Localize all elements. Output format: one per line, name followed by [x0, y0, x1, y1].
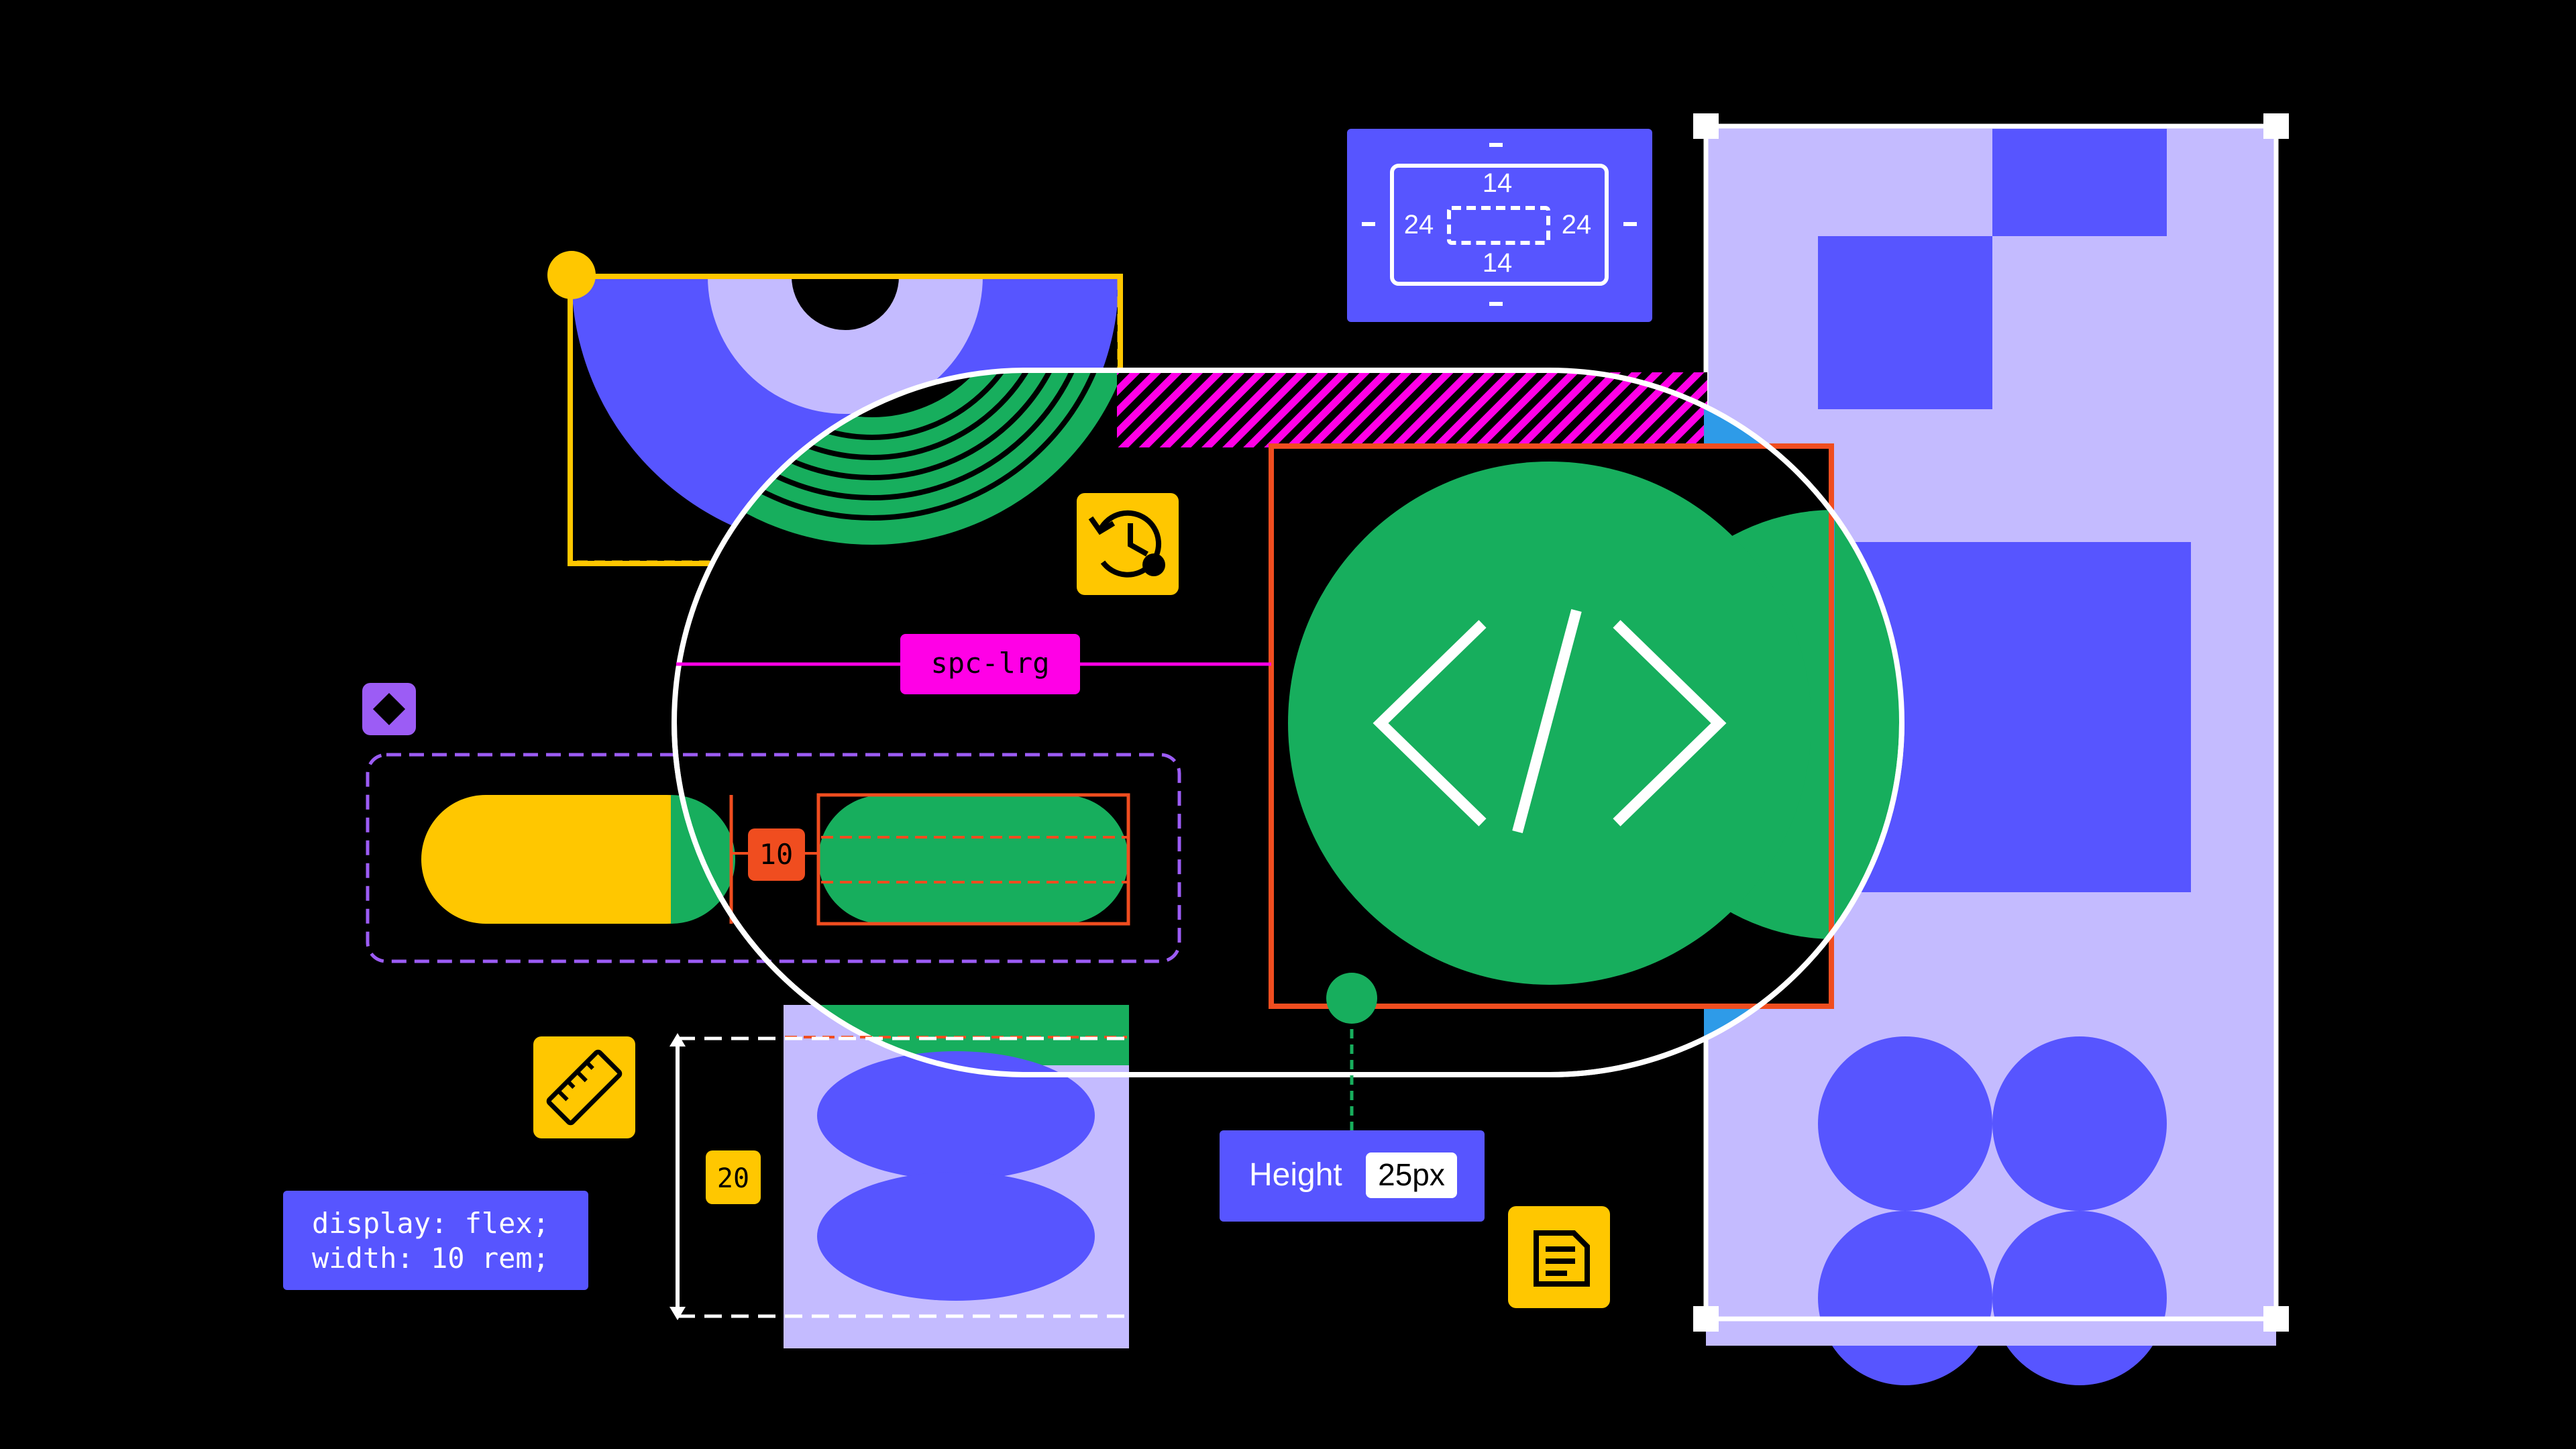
history-clock-icon — [1088, 510, 1162, 578]
spacing-token-tag[interactable]: spc-lrg — [900, 634, 1080, 694]
pixel-block — [1818, 236, 1992, 409]
padding-top-value: 14 — [1483, 168, 1513, 198]
css-line-2: width: 10 rem; — [312, 1242, 549, 1275]
circle-shape — [1818, 1211, 1992, 1385]
height-label: Height — [1249, 1157, 1342, 1193]
code-brackets-icon — [1373, 608, 1727, 834]
ruler-icon — [546, 1049, 623, 1126]
green-pill — [818, 795, 1128, 924]
height-measure-value: 20 — [717, 1163, 749, 1194]
selected-pill-frame[interactable] — [816, 793, 1130, 926]
height-measure: 20 — [669, 1033, 1127, 1320]
ruler-button[interactable] — [533, 1036, 635, 1138]
component-badge[interactable] — [362, 683, 416, 735]
spacing-box: 14 14 24 24 — [1347, 129, 1652, 322]
gap-badge: 10 — [748, 828, 805, 881]
padding-right-value: 24 — [1562, 210, 1592, 239]
resize-handle[interactable] — [1693, 113, 1719, 139]
gap-value: 10 — [759, 838, 794, 871]
circle-shape — [1818, 1036, 1992, 1211]
circle-shape — [1992, 1211, 2167, 1385]
pixel-block — [1992, 129, 2167, 236]
css-line-1: display: flex; — [312, 1207, 549, 1240]
resize-handle[interactable] — [2263, 1306, 2289, 1332]
resize-handle[interactable] — [1693, 1306, 1719, 1332]
circle-shape — [1992, 1036, 2167, 1211]
resize-handle[interactable] — [2263, 113, 2289, 139]
document-button[interactable] — [1508, 1206, 1610, 1308]
stacked-ellipses-panel — [784, 1005, 1129, 1348]
padding-left-value: 24 — [1404, 210, 1434, 239]
code-frame[interactable] — [1269, 443, 1834, 1009]
height-chip[interactable]: Height 25px — [1220, 1130, 1485, 1222]
document-icon — [1534, 1230, 1590, 1287]
css-snippet: display: flex; width: 10 rem; — [283, 1191, 588, 1290]
spacing-token-label: spc-lrg — [930, 647, 1049, 680]
yellow-pill — [421, 795, 731, 924]
connector-node[interactable] — [1326, 973, 1377, 1024]
frame-anchor-handle[interactable] — [547, 251, 596, 299]
padding-bottom-value: 14 — [1483, 248, 1513, 278]
layout-panel — [1706, 126, 2276, 1385]
history-button[interactable] — [1077, 493, 1179, 595]
height-value: 25px — [1378, 1157, 1445, 1192]
